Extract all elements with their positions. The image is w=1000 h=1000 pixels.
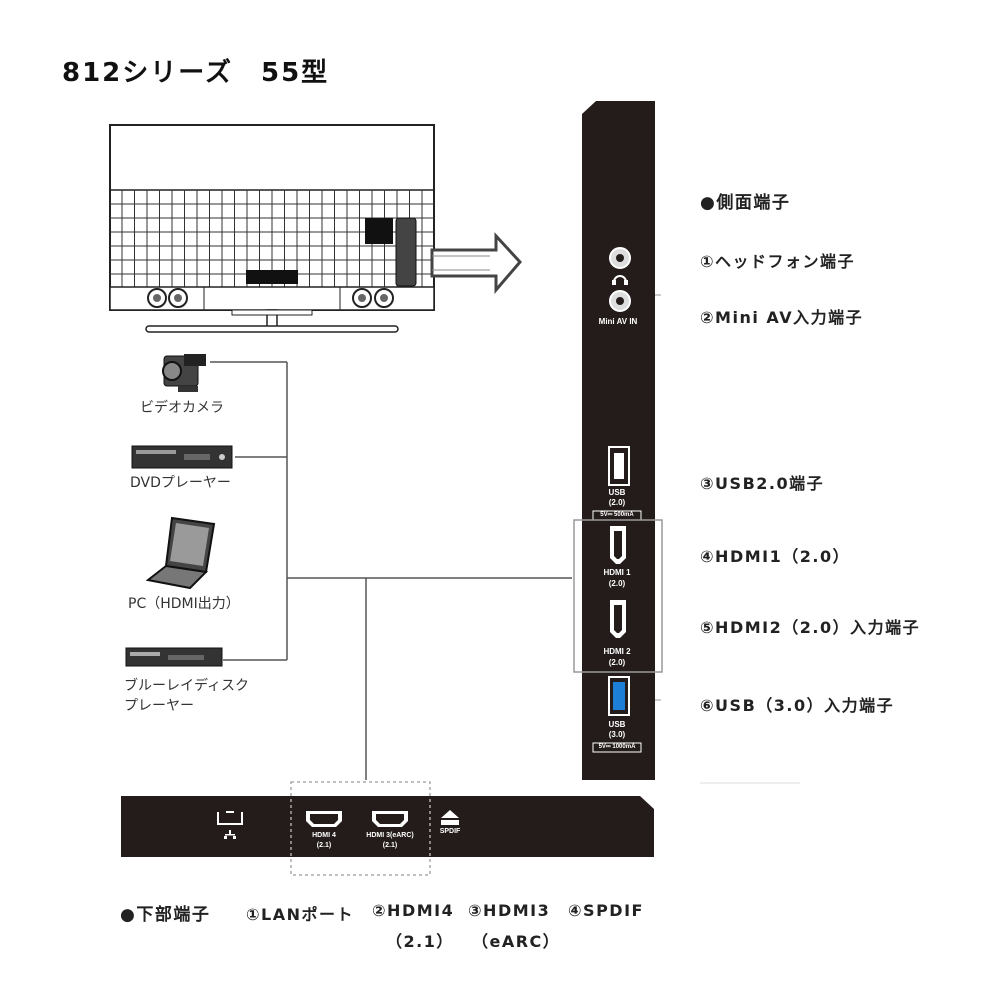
network-symbol-icon [224, 830, 236, 839]
bottom-hdmi-highlight [290, 781, 431, 876]
side-item-hdmi1: ④HDMI1（2.0） [700, 547, 851, 566]
bottom-item-lan: ①LANポート [246, 905, 355, 924]
bottom-item-hdmi3: ③HDMI3 [468, 901, 551, 920]
bottom-terminal-panel [121, 796, 654, 857]
lan-port-icon [217, 811, 243, 825]
panel-label-hdmi1: HDMI 1 (2.0) [603, 568, 631, 588]
hdmi-highlight-bracket [573, 519, 663, 673]
bottom-item-hdmi4: ②HDMI4 [372, 901, 455, 920]
dvd-player-icon [131, 445, 233, 469]
laptop-icon [145, 516, 216, 590]
panel-label-usb3-rating: 5V⎓ 1000mA [598, 744, 636, 750]
panel-label-hdmi4: HDMI 4 (2.1) [312, 832, 336, 849]
panel-label-hdmi2: HDMI 2 (2.0) [603, 647, 631, 667]
hdmi1-port-icon [610, 526, 626, 564]
tv-rear-illustration [109, 124, 435, 333]
device-label-bluray: ブルーレイディスク プレーヤー [124, 678, 250, 714]
side-terminal-panel [582, 101, 655, 780]
spdif-port-icon [441, 810, 459, 825]
panel-label-usb2: USB (2.0) [608, 488, 626, 507]
side-item-headphone: ①ヘッドフォン端子 [700, 252, 856, 271]
connection-lines [210, 361, 572, 780]
bottom-terminals-heading: ●下部端子 [120, 905, 211, 925]
side-terminals-heading: ●側面端子 [700, 193, 791, 213]
bottom-item-hdmi4-sub: （2.1） [386, 932, 454, 951]
hdmi2-port-icon [610, 600, 626, 638]
side-item-usb3: ⑥USB（3.0）入力端子 [700, 696, 895, 715]
hdmi4-port-icon [306, 811, 342, 827]
bottom-item-spdif: ④SPDIF [568, 901, 644, 920]
arrow-right-icon [430, 232, 523, 295]
bottom-item-hdmi3-sub: （eARC） [472, 932, 561, 951]
side-item-hdmi2: ⑤HDMI2（2.0）入力端子 [700, 618, 921, 637]
page-title: 812シリーズ 55型 [62, 58, 330, 88]
panel-label-mini-av: Mini AV IN [598, 317, 638, 326]
bluray-player-icon [125, 647, 223, 667]
device-label-camcorder: ビデオカメラ [140, 400, 224, 416]
device-label-pc: PC（HDMI出力） [128, 596, 240, 612]
hdmi3-port-icon [372, 811, 408, 827]
camcorder-icon [162, 354, 206, 392]
panel-label-usb2-rating: 5V⎓ 500mA [600, 512, 634, 518]
panel-label-hdmi3: HDMI 3(eARC) (2.1) [366, 832, 414, 849]
device-label-dvd: DVDプレーヤー [130, 475, 231, 491]
side-item-mini-av: ②Mini AV入力端子 [700, 308, 864, 327]
panel-label-spdif: SPDIF [439, 828, 461, 835]
side-item-usb2: ③USB2.0端子 [700, 474, 825, 493]
panel-label-usb3: USB (3.0) [608, 720, 626, 739]
